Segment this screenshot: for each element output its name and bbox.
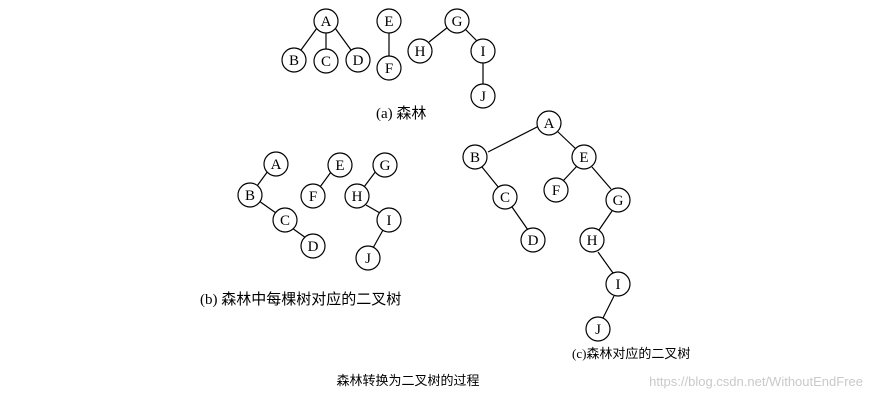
edge-c-C-D [511,206,529,231]
combined-node-J: J [585,316,611,342]
svg-text:F: F [309,189,317,205]
forest-node-I: I [470,38,496,64]
edge-b-I-J [372,229,384,249]
svg-text:H: H [352,189,363,205]
combined-caption: (c)森林对应的二叉树 [572,346,690,361]
watermark: https://blog.csdn.net/WithoutEndFree [649,374,863,389]
combined-figure: A B C D E F G H I J (c)森林对应的二叉树 [462,110,690,361]
per-tree-node-E: E [327,152,353,178]
edge-c-H-I [597,251,614,274]
edge-a-A-B [300,27,318,51]
svg-text:D: D [528,233,539,249]
combined-node-E: E [571,144,597,170]
combined-node-H: H [579,227,605,253]
per-tree-node-A: A [263,151,289,177]
edge-b-A-B [256,170,269,187]
edge-c-A-E [556,130,578,151]
svg-text:G: G [380,158,391,174]
svg-text:D: D [353,53,364,69]
forest-node-H: H [407,38,433,64]
svg-text:B: B [470,150,480,166]
edge-a-A-D [334,27,352,51]
svg-text:A: A [544,116,555,132]
svg-text:A: A [321,14,332,30]
per-tree-node-I: I [376,207,402,233]
svg-text:C: C [280,213,290,229]
per-tree-node-D: D [300,233,326,259]
svg-text:I: I [616,277,621,293]
svg-text:H: H [587,233,598,249]
combined-node-A: A [536,110,562,136]
per-tree-node-F: F [300,183,326,209]
edge-b-C-D [291,227,307,239]
svg-text:C: C [500,190,510,206]
combined-node-F: F [543,177,569,203]
svg-text:I: I [481,44,486,60]
per-tree-node-B: B [237,182,263,208]
edge-c-G-H [598,210,613,231]
edge-b-B-C [258,200,277,214]
edge-b-E-F [319,171,332,188]
edge-a-G-I [464,28,478,42]
per-tree-node-C: C [272,207,298,233]
svg-text:E: E [335,158,344,174]
forest-node-G: G [444,8,470,34]
figure-title: 森林转换为二叉树的过程 [336,373,479,388]
svg-text:C: C [321,54,331,70]
edge-c-I-J [602,295,615,319]
svg-text:F: F [385,61,393,77]
per-tree-node-J: J [355,245,381,271]
edge-b-H-I [365,204,381,214]
combined-node-C: C [492,184,518,210]
svg-text:J: J [595,322,601,338]
per-tree-node-G: G [372,152,398,178]
forest-node-A: A [313,8,339,34]
svg-text:E: E [579,150,588,166]
forest-node-B: B [281,47,307,73]
per-tree-figure: A B C D E F G H I J (b) 森林中每棵树对应的二叉树 [200,151,402,308]
svg-text:H: H [415,44,426,60]
svg-text:G: G [452,14,463,30]
svg-text:A: A [271,157,282,173]
forest-node-J: J [470,83,496,109]
forest-node-D: D [345,47,371,73]
per-tree-caption: (b) 森林中每棵树对应的二叉树 [200,290,401,308]
forest-caption: (a) 森林 [376,105,426,122]
svg-text:J: J [480,89,486,105]
edge-c-B-C [481,166,500,189]
edge-c-E-F [562,165,578,182]
combined-node-D: D [520,227,546,253]
edge-a-G-H [428,26,449,43]
forest-figure: A B C D E F G H I J (a) 森林 [281,8,496,122]
forest-node-E: E [376,8,402,34]
svg-text:F: F [552,183,560,199]
forest-node-F: F [376,55,402,81]
combined-node-B: B [462,144,488,170]
combined-node-I: I [605,271,631,297]
svg-text:B: B [245,188,255,204]
forest-node-C: C [313,48,339,74]
combined-node-G: G [605,187,631,213]
svg-text:E: E [384,14,393,30]
per-tree-node-H: H [344,183,370,209]
svg-text:J: J [365,251,371,267]
svg-text:D: D [308,239,319,255]
edge-c-A-B [487,125,540,153]
svg-text:B: B [289,53,299,69]
edge-c-E-G [591,166,612,190]
svg-text:I: I [387,213,392,229]
svg-text:G: G [613,193,624,209]
edge-b-G-H [363,170,377,188]
